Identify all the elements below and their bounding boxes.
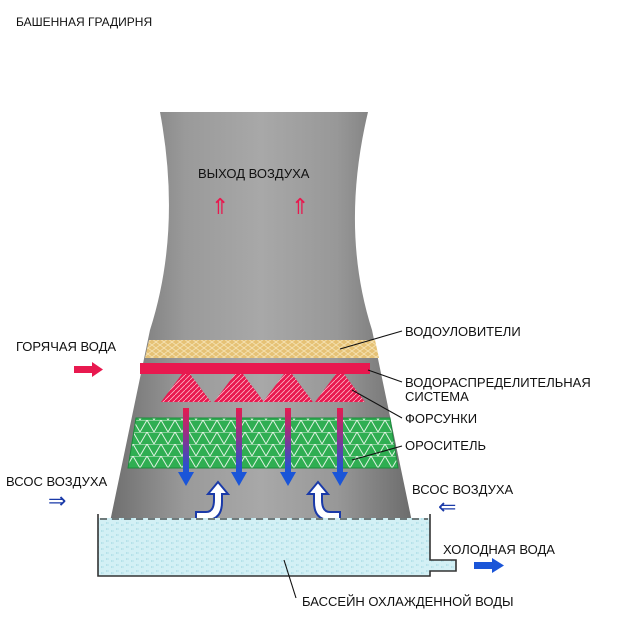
water-drip-arrows	[178, 408, 348, 486]
basin-label: БАССЕЙН ОХЛАЖДЕННОЙ ВОДЫ	[302, 594, 514, 609]
drift-eliminator-band	[145, 340, 379, 358]
fill-mesh	[127, 417, 399, 469]
nozzle-icon	[263, 374, 313, 402]
right-arrow-icon	[474, 558, 504, 573]
distribution-pipe	[140, 363, 370, 374]
cold-water-label: ХОЛОДНАЯ ВОДА	[443, 542, 555, 557]
nozzle-icon	[315, 374, 365, 402]
left-arrow-icon: ⇐	[438, 495, 456, 520]
right-arrow-icon	[74, 362, 103, 377]
air-in-left-label: ВСОС ВОЗДУХА	[6, 474, 108, 489]
hot-water-label: ГОРЯЧАЯ ВОДА	[16, 339, 116, 354]
leader-lines	[283, 330, 403, 599]
right-arrow-icon: ⇒	[48, 489, 66, 514]
nozzles-label: ФОРСУНКИ	[405, 411, 477, 426]
distribution-label-line1: ВОДОРАСПРЕДЕЛИТЕЛЬНАЯ	[405, 375, 591, 390]
cooling-basin	[97, 514, 457, 577]
up-arrow-icon: ⇑	[291, 195, 309, 220]
drift-eliminators-label: ВОДОУЛОВИТЕЛИ	[405, 324, 521, 339]
nozzles	[161, 374, 365, 402]
nozzle-icon	[161, 374, 211, 402]
distribution-label-line2: СИСТЕМА	[405, 389, 469, 404]
fill-label: ОРОСИТЕЛЬ	[405, 438, 486, 453]
air-in-right-label: ВСОС ВОЗДУХА	[412, 482, 514, 497]
nozzle-icon	[214, 374, 264, 402]
air-out-label: ВЫХОД ВОЗДУХА	[198, 166, 310, 181]
diagram-title: БАШЕННАЯ ГРАДИРНЯ	[16, 15, 152, 29]
up-arrow-icon: ⇑	[211, 195, 229, 220]
